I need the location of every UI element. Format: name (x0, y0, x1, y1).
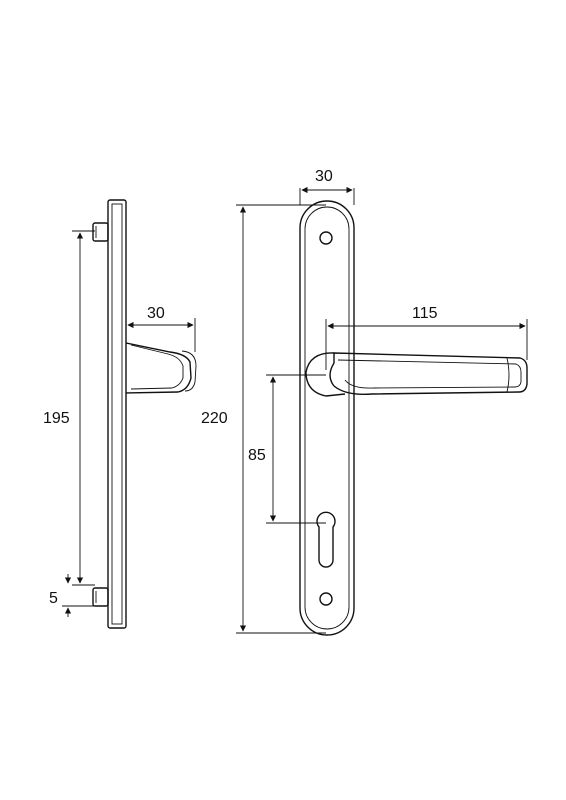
top-screw-hole (319, 231, 333, 245)
side-bottom-screw (92, 587, 109, 607)
side-plate-outer (107, 199, 127, 629)
side-view: 195 5 30 (43, 199, 197, 629)
front-plate-outer (299, 200, 355, 636)
side-top-screw (92, 222, 109, 242)
dim-5-label: 5 (49, 590, 58, 607)
dim-115-label: 115 (412, 305, 438, 322)
dim-220-label: 220 (201, 410, 228, 427)
bottom-screw-hole (319, 592, 333, 606)
cylinder-keyhole (316, 511, 336, 568)
dim-front-30-label: 30 (315, 168, 333, 185)
side-plate-inner (111, 203, 123, 625)
side-lever-profile (125, 342, 192, 394)
front-plate-inner (304, 206, 350, 630)
dim-195-label: 195 (43, 410, 70, 427)
front-view: 30 220 115 85 (201, 168, 528, 636)
lever-rose (305, 352, 346, 397)
dim-85-label: 85 (248, 447, 266, 464)
lever-handle (329, 352, 528, 396)
dim-side-30-label: 30 (147, 305, 165, 322)
